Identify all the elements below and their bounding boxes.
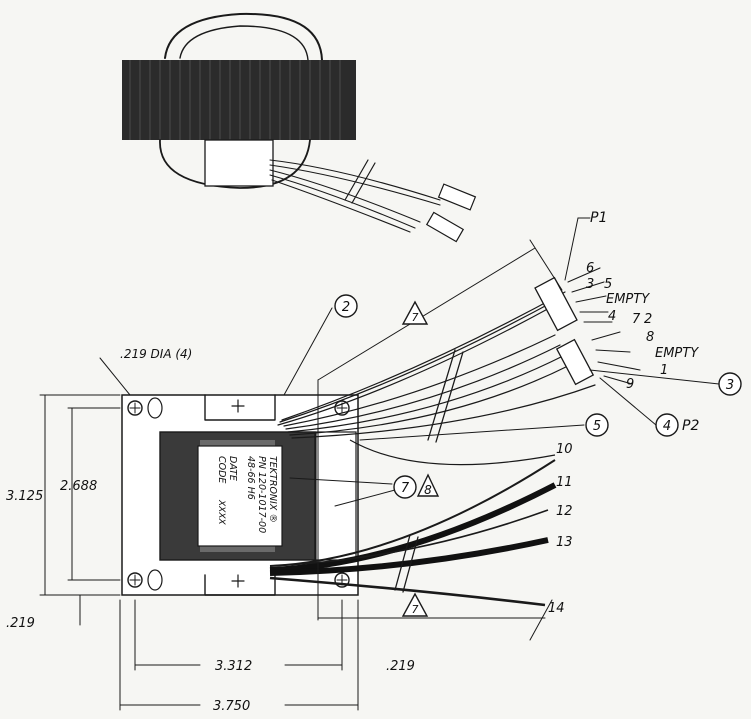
callout-3: 3 xyxy=(718,372,742,396)
mount-hole-tl xyxy=(127,400,143,416)
callout-8-triangle: 8 xyxy=(416,473,440,497)
callout-7-triangle-lower: 7 xyxy=(401,592,429,617)
lead-sleeve-2 xyxy=(425,211,465,243)
svg-text:8: 8 xyxy=(424,483,432,497)
label-line1: TEKTRONIX ® xyxy=(267,456,278,523)
p2-pin-2: EMPTY xyxy=(655,346,699,361)
p2-pin-4: 9 xyxy=(626,377,634,392)
lead-14: 14 xyxy=(548,601,565,616)
svg-text:5: 5 xyxy=(593,419,601,434)
callout-7: 7 xyxy=(393,475,417,499)
break-mark-upper-a xyxy=(427,349,456,441)
bottom-bracket xyxy=(204,574,276,596)
coil-top-inner xyxy=(179,25,309,61)
label-code-value: XXXX xyxy=(216,499,226,525)
p1-pin-7: 2 xyxy=(644,312,652,327)
break-mark-upper-b xyxy=(435,351,464,443)
label-line2: PN 120-1017-00 xyxy=(256,456,267,533)
perspective-view xyxy=(122,12,477,243)
p1-pin-1: 6 xyxy=(586,261,594,276)
label-date: DATE xyxy=(227,456,238,481)
break-mark-lower-a xyxy=(394,534,411,591)
label-code: CODE xyxy=(216,456,227,483)
callout-2: 2 xyxy=(334,294,358,318)
dimension-lines xyxy=(39,239,585,711)
svg-text:7: 7 xyxy=(412,603,419,616)
svg-text:3: 3 xyxy=(726,378,734,393)
p2-pin-3: 1 xyxy=(660,363,668,378)
callout-4: 4 xyxy=(655,413,679,437)
svg-text:7: 7 xyxy=(412,311,419,324)
p2-pin-labels: 8 EMPTY 1 9 xyxy=(626,330,699,392)
slot-tl xyxy=(147,397,163,419)
perspective-leads xyxy=(269,159,441,233)
slot-bl xyxy=(147,569,163,591)
mount-hole-bl xyxy=(127,572,143,588)
p1-pin-5: 4 xyxy=(608,309,616,324)
edge-bottom-dim: .219 xyxy=(6,616,35,631)
p1-label: P1 xyxy=(590,210,607,226)
lead-12: 12 xyxy=(556,504,573,519)
lead-10: 10 xyxy=(556,442,573,457)
edge-right-dim: .219 xyxy=(386,659,415,674)
p1-pin-2: 3 xyxy=(586,277,594,292)
width-total-dim: 3.750 xyxy=(213,699,250,714)
label-line3: 48-66 H6 xyxy=(245,456,256,500)
lower-harness xyxy=(269,439,557,607)
coil-wrap xyxy=(204,139,274,187)
p1-pin-4: EMPTY xyxy=(606,292,650,307)
svg-text:2: 2 xyxy=(342,300,350,315)
height-total-dim: 3.125 xyxy=(6,489,43,504)
p1-pin-labels: 6 3 5 EMPTY 4 7 2 xyxy=(586,261,652,327)
label-plate: TEKTRONIX ® PN 120-1017-00 48-66 H6 DATE… xyxy=(197,445,283,547)
coil-top-outline xyxy=(164,12,323,61)
lead-11: 11 xyxy=(556,475,573,490)
callout-5: 5 xyxy=(585,413,609,437)
lead-labels: 10 11 12 13 14 xyxy=(548,442,573,616)
lead-13: 13 xyxy=(556,535,573,550)
mount-hole-tr xyxy=(334,400,350,416)
p2-label: P2 xyxy=(682,418,699,434)
lead-sleeve-1 xyxy=(437,183,477,211)
svg-text:4: 4 xyxy=(663,419,671,434)
p1-pin-3: 5 xyxy=(604,277,612,292)
p2-pin-1: 8 xyxy=(646,330,654,345)
p1-pin-6: 7 xyxy=(632,312,641,327)
top-bracket xyxy=(204,394,276,421)
mount-hole-dim: .219 DIA (4) xyxy=(120,347,192,361)
coil-end xyxy=(315,431,357,561)
break-mark-lower-b xyxy=(402,536,419,593)
width-hole-dim: 3.312 xyxy=(215,659,252,674)
connector-p2 xyxy=(555,331,641,386)
core-laminations xyxy=(122,60,356,140)
callout-7-triangle-upper: 7 xyxy=(401,300,429,325)
break-mark-1 xyxy=(344,159,369,201)
height-hole-dim: 2.688 xyxy=(60,479,97,494)
connector-p1 xyxy=(534,267,613,332)
break-mark-2 xyxy=(351,162,376,204)
svg-text:7: 7 xyxy=(401,481,410,496)
